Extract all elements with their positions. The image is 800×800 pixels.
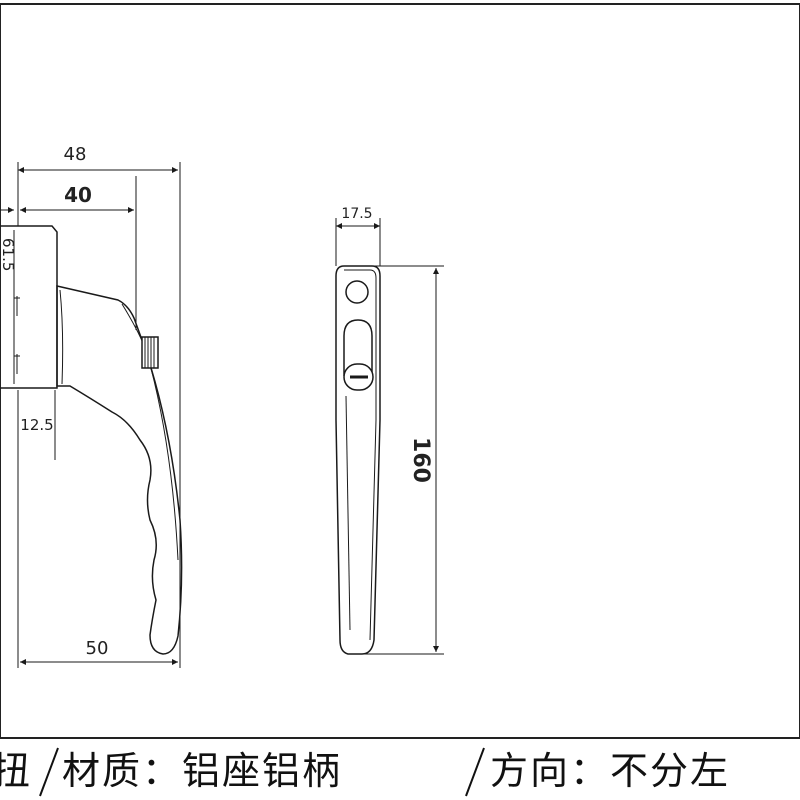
base-block	[0, 225, 58, 389]
front-dimension-labels: 17.5 160	[341, 206, 433, 483]
lock-cylinder	[343, 319, 373, 376]
dim-17-5-label: 17.5	[341, 206, 372, 222]
knurled-knob	[141, 336, 159, 369]
dim-50-label: 50	[86, 638, 109, 659]
handle-front-outline	[335, 265, 381, 655]
front-dimensions	[335, 218, 444, 655]
drawing-frame	[0, 3, 800, 739]
dim-40-label: 40	[64, 183, 92, 207]
dim-61-5-label: 61.5	[0, 238, 17, 271]
screw-hole	[345, 280, 369, 304]
dim-48-label: 48	[64, 144, 87, 165]
dim-12-5-label: 12.5	[20, 416, 53, 434]
caption-part1: 扭	[0, 749, 33, 793]
handle-side-outline	[56, 285, 183, 655]
caption-separators	[39, 747, 485, 797]
front-view	[335, 265, 381, 655]
side-dimension-labels: 48 40 61.5 12.5 50	[0, 144, 108, 659]
caption-direction: 方向：不分左	[490, 749, 731, 793]
caption-material: 材质：铝座铝柄	[62, 749, 343, 793]
side-view	[0, 225, 183, 655]
side-dimensions	[0, 162, 181, 668]
dim-160-label: 160	[408, 437, 433, 483]
